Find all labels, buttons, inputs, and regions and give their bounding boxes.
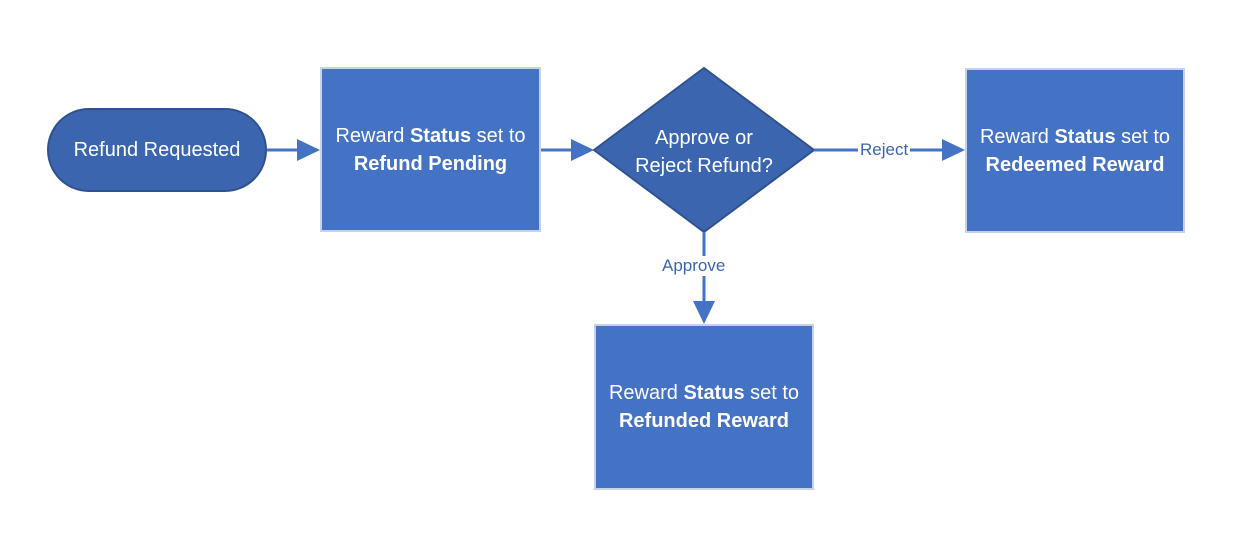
- status-value: Refund Pending: [353, 152, 508, 175]
- approve-edge-label: Approve: [660, 256, 728, 276]
- status-keyword: Status: [409, 124, 472, 147]
- status-prefix: Reward: [979, 125, 1055, 148]
- process-refund-pending: Reward Status set to Refund Pending: [320, 67, 541, 232]
- start-terminator: Refund Requested: [47, 108, 267, 192]
- status-keyword: Status: [683, 382, 745, 404]
- arrowhead-reject: [942, 139, 965, 161]
- process-line-1: Reward Status set to: [980, 123, 1170, 151]
- process-refunded-reward: Reward Status set to Refunded Reward: [594, 324, 814, 490]
- status-prefix: Reward: [335, 124, 410, 147]
- status-suffix: set to: [471, 124, 526, 147]
- status-value: Refunded Reward: [618, 410, 790, 432]
- decision-line-1: Approve or: [655, 127, 753, 149]
- process-redeemed-reward: Reward Status set to Redeemed Reward: [965, 68, 1185, 233]
- process-line-1: Reward Status set to: [609, 379, 799, 407]
- status-keyword: Status: [1054, 125, 1116, 148]
- status-suffix: set to: [744, 382, 800, 404]
- arrowhead-pending-to-decision: [571, 139, 594, 161]
- decision-text: Approve or Reject Refund?: [604, 112, 804, 192]
- decision-line-2: Reject Refund?: [635, 155, 773, 177]
- reject-edge-label: Reject: [858, 140, 911, 160]
- status-value: Redeemed Reward: [985, 153, 1165, 176]
- status-prefix: Reward: [608, 382, 684, 404]
- arrowhead-approve: [693, 301, 715, 324]
- arrowhead-start-to-pending: [297, 139, 320, 161]
- status-suffix: set to: [1115, 125, 1171, 148]
- start-label: Refund Requested: [73, 139, 241, 161]
- process-line-1: Reward Status set to: [335, 122, 525, 150]
